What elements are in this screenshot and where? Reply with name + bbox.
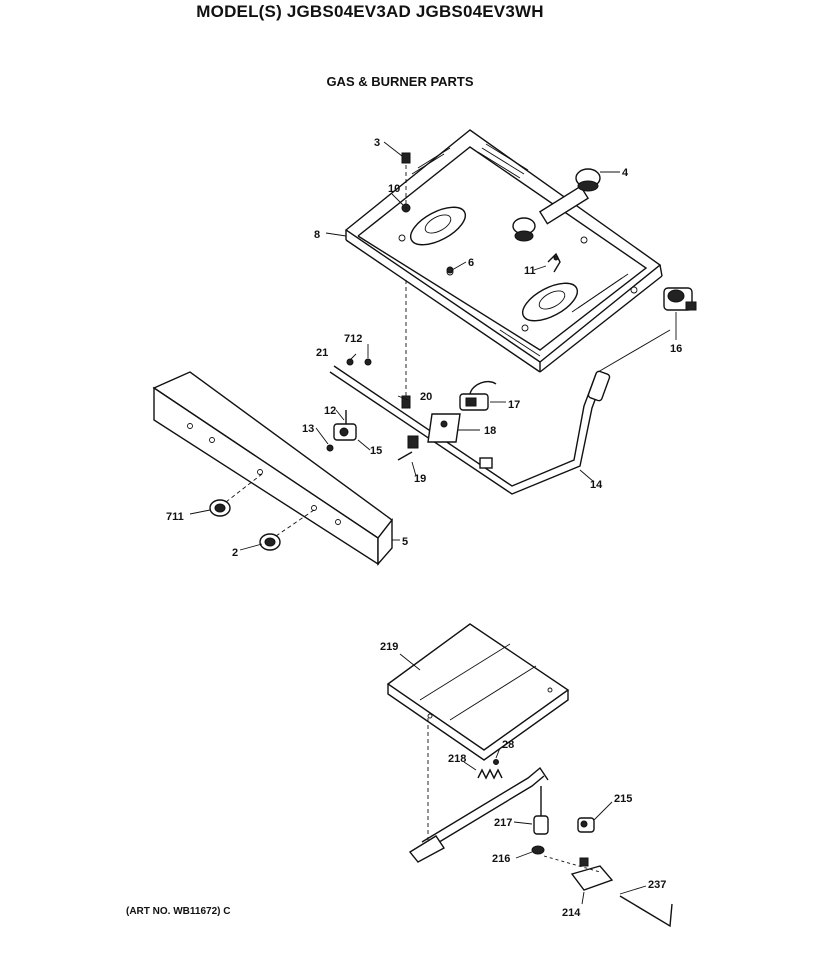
tray-vent-slots [411, 143, 629, 357]
burner-opening-left [410, 206, 466, 246]
callout-15: 15 [370, 445, 382, 457]
part-216-washer [531, 845, 545, 855]
part-15-valve-body [333, 410, 357, 441]
part-237-lead [619, 895, 673, 928]
callout-19: 19 [414, 473, 426, 485]
callout-16: 16 [670, 343, 682, 355]
part-214-valve [570, 857, 614, 891]
part-14-manifold-pipe [329, 329, 671, 495]
callout-8: 8 [314, 229, 320, 241]
manifold-clip [407, 435, 493, 469]
part-16-safety-valve [663, 287, 697, 311]
broil-burner-tube [408, 766, 549, 863]
callout-14: 14 [590, 479, 603, 491]
callout-13: 13 [302, 423, 314, 435]
callout-2: 2 [232, 547, 238, 559]
part-17-ignitor [459, 380, 497, 411]
leader-lines [189, 141, 647, 905]
callout-216: 216 [492, 853, 510, 865]
callout-4: 4 [622, 167, 629, 179]
part-218-spring [477, 768, 503, 780]
callout-28: 28 [502, 739, 514, 751]
callout-20: 20 [420, 391, 432, 403]
callout-12: 12 [324, 405, 336, 417]
art-number: (ART NO. WB11672) C [126, 906, 231, 917]
callout-219: 219 [380, 641, 398, 653]
part-219-heat-shield [386, 623, 570, 761]
model-title: MODEL(S) JGBS04EV3AD JGBS04EV3WH [196, 2, 544, 21]
section-title: GAS & BURNER PARTS [326, 74, 474, 89]
part-21-screw [346, 358, 354, 366]
callout-711: 711 [166, 511, 184, 523]
callout-237: 237 [648, 879, 666, 891]
callout-712: 712 [344, 333, 362, 345]
callout-3: 3 [374, 137, 380, 149]
burner-box-tray [344, 129, 663, 373]
callout-217: 217 [494, 817, 512, 829]
part-11-clip [547, 252, 561, 273]
part-6-screw [446, 266, 454, 274]
callout-10: 10 [388, 183, 400, 195]
callout-6: 6 [468, 257, 474, 269]
callout-215: 215 [614, 793, 632, 805]
callout-18: 18 [484, 425, 496, 437]
part-5-control-panel [152, 371, 393, 566]
callout-218: 218 [448, 753, 466, 765]
part-20-orifice [401, 395, 411, 409]
callout-17: 17 [508, 399, 520, 411]
callout-21: 21 [316, 347, 328, 359]
part-712-screw [364, 358, 372, 366]
callout-214: 214 [562, 907, 581, 919]
part-4-valve-assembly [512, 168, 601, 242]
part-18-bracket [427, 413, 461, 443]
callout-5: 5 [402, 536, 408, 548]
part-711-knob [209, 499, 231, 517]
part-19-screw [397, 451, 413, 461]
part-217-fitting [533, 786, 549, 835]
part-215-clip [577, 817, 595, 833]
part-13-nut [326, 444, 334, 452]
part-28-screw [493, 759, 499, 765]
part-2-knob [259, 533, 281, 551]
callout-11: 11 [524, 265, 536, 277]
